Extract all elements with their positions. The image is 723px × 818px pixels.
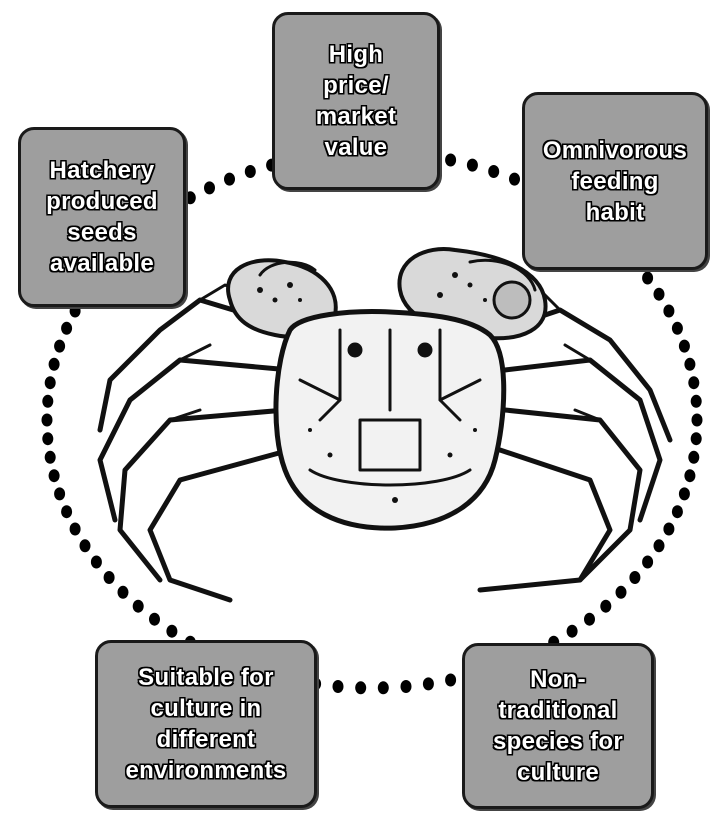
non-traditional-species-text: Non- traditional species for culture: [493, 664, 623, 788]
high-price-box: High price/ market value: [272, 12, 440, 190]
high-price-text: High price/ market value: [316, 39, 397, 163]
hatchery-seeds-text: Hatchery produced seeds available: [46, 155, 158, 279]
suitable-culture-text: Suitable for culture in different enviro…: [126, 662, 287, 786]
omnivorous-feeding-text: Omnivorous feeding habit: [543, 135, 687, 228]
omnivorous-feeding-box: Omnivorous feeding habit: [522, 92, 708, 270]
non-traditional-species-box: Non- traditional species for culture: [462, 643, 654, 809]
suitable-culture-box: Suitable for culture in different enviro…: [95, 640, 317, 808]
hatchery-seeds-box: Hatchery produced seeds available: [18, 127, 186, 307]
